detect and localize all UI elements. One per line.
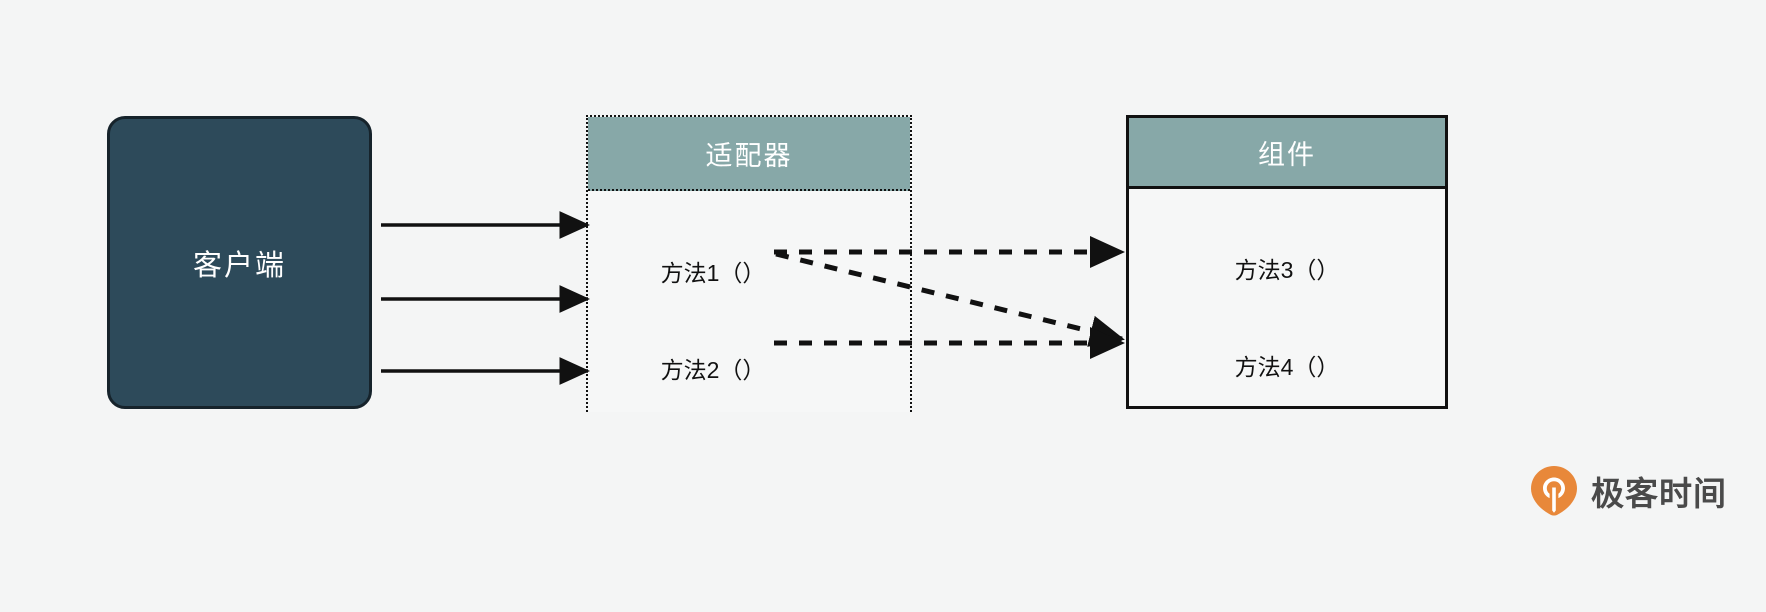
- adapter-header: 适配器: [588, 117, 910, 191]
- brand-logo: 极客时间: [1531, 466, 1727, 516]
- component-method-3: 方法3（）: [1234, 257, 1340, 283]
- client-box[interactable]: 客户端: [107, 116, 372, 409]
- brand-name: 极客时间: [1591, 475, 1727, 512]
- adapter-method-2: 方法2（）: [660, 357, 766, 383]
- adapter-method-1: 方法1（）: [660, 260, 766, 286]
- component-header: 组件: [1129, 118, 1445, 189]
- component-method-4: 方法4（）: [1234, 354, 1340, 380]
- adapter-box[interactable]: 适配器 方法1（） 方法2（）: [586, 115, 912, 412]
- client-label: 客户端: [192, 249, 286, 282]
- component-title: 组件: [1258, 139, 1316, 170]
- adapter-body: 方法1（） 方法2（）: [588, 191, 910, 412]
- client-to-adapter-arrows: [381, 211, 591, 385]
- component-box[interactable]: 组件 方法3（） 方法4（）: [1126, 115, 1448, 409]
- adapter-title: 适配器: [705, 140, 793, 171]
- geektime-pin-icon: [1531, 466, 1577, 516]
